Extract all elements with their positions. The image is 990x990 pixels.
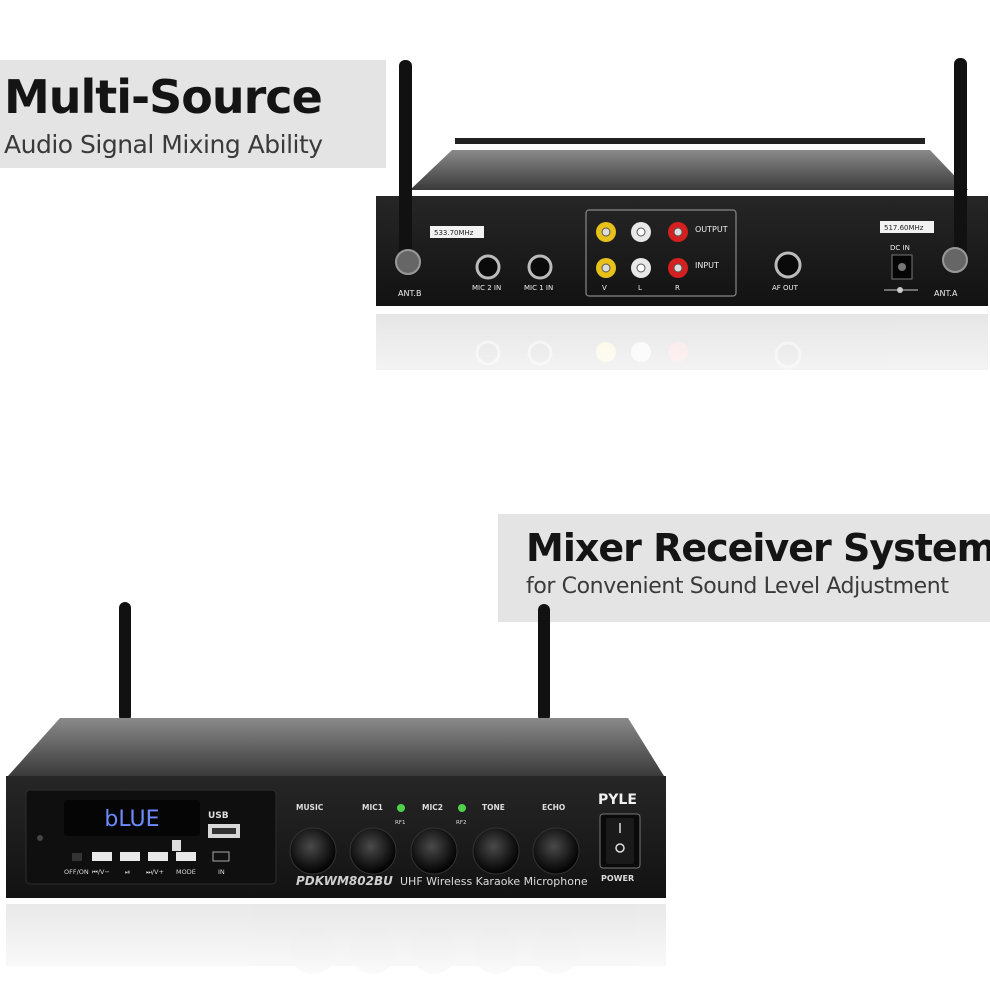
label-output: OUTPUT — [695, 225, 728, 234]
play-pause-button — [120, 852, 140, 861]
label-power: POWER — [601, 874, 634, 883]
freq-left-text: 533.70MHz — [434, 229, 474, 237]
label-ant-a: ANT.A — [934, 289, 958, 298]
rf2-led — [458, 804, 466, 812]
af-out-jack — [774, 251, 802, 279]
power-toggle — [72, 853, 82, 861]
antenna-a-connector — [942, 247, 968, 273]
antenna-b — [399, 60, 412, 260]
banner-multi-source: Multi-Source Audio Signal Mixing Ability — [0, 60, 386, 168]
mode-button — [176, 852, 196, 861]
btn-label-next: ⏭/V+ — [146, 868, 164, 876]
antenna-a — [954, 58, 967, 258]
label-mic2: MIC2 — [422, 803, 443, 812]
rear-unit-top-edge — [455, 138, 925, 144]
label-input: INPUT — [695, 261, 719, 270]
label-rf1: RF1 — [395, 820, 405, 826]
brand-logo: PYLE — [598, 792, 637, 808]
rear-panel — [376, 196, 988, 306]
label-in: IN — [218, 868, 225, 876]
label-af-out: AF OUT — [772, 284, 799, 292]
banner-subtitle: for Convenient Sound Level Adjustment — [526, 574, 949, 599]
label-l: L — [638, 284, 642, 292]
antenna-b-connector — [395, 249, 421, 275]
btn-label-off-on: OFF/ON — [64, 868, 89, 876]
banner-mixer-receiver: Mixer Receiver System for Convenient Sou… — [498, 514, 990, 622]
mic1-in-jack — [527, 254, 553, 280]
rca-output-row — [596, 222, 688, 242]
label-music: MUSIC — [296, 803, 324, 812]
btn-label-prev: ⏮/V− — [92, 868, 110, 876]
mic2-knob — [410, 827, 458, 875]
rca-panel — [585, 209, 737, 297]
prev-vol-down-button — [92, 852, 112, 861]
label-dc-in: DC IN — [890, 244, 910, 252]
label-v: V — [602, 284, 607, 292]
model-number: PDKWM802BU — [296, 874, 393, 888]
front-antenna-left — [119, 602, 131, 722]
reflection-fade-top — [370, 308, 990, 418]
mic2-in-jack — [475, 254, 501, 280]
btn-label-mode: MODE — [176, 868, 196, 876]
front-antenna-right — [538, 604, 550, 722]
front-panel-unit: bLUE USB OFF/ON ⏮/V− ⏯ ⏭/V+ MODE IN MUSI… — [6, 602, 666, 898]
banner-subtitle: Audio Signal Mixing Ability — [4, 130, 323, 159]
echo-knob — [532, 827, 580, 875]
label-mic2-in: MIC 2 IN — [472, 284, 501, 292]
reflection-fade-bottom — [0, 900, 990, 990]
music-knob — [289, 827, 337, 875]
mic1-knob — [349, 827, 397, 875]
rear-unit-top — [410, 150, 968, 190]
label-echo: ECHO — [542, 803, 565, 812]
rear-panel-unit: ANT.B ANT.A 533.70MHz 517.60MHz MIC 2 IN… — [376, 58, 988, 306]
next-vol-up-button — [148, 852, 168, 861]
model-description: UHF Wireless Karaoke Microphone — [400, 875, 588, 888]
banner-title: Mixer Receiver System — [526, 526, 990, 570]
freq-sticker-left — [430, 226, 484, 238]
label-mic1: MIC1 — [362, 803, 383, 812]
sd-card-icon — [172, 840, 181, 851]
label-mic1-in: MIC 1 IN — [524, 284, 553, 292]
aux-in-port — [212, 851, 230, 862]
label-ant-b: ANT.B — [398, 289, 421, 298]
display-text: bLUE — [104, 807, 159, 832]
label-rf2: RF2 — [456, 820, 466, 826]
front-unit-top — [8, 718, 664, 776]
btn-label-play: ⏯ — [125, 868, 130, 876]
freq-right-text: 517.60MHz — [884, 224, 924, 232]
tone-knob — [472, 827, 520, 875]
lcd-display — [64, 800, 200, 836]
label-tone: TONE — [482, 803, 505, 812]
rca-input-row — [596, 258, 688, 278]
usb-label: USB — [208, 811, 229, 821]
freq-sticker-right — [880, 221, 934, 233]
label-r: R — [675, 284, 680, 292]
banner-title: Multi-Source — [4, 70, 323, 124]
rf1-led — [397, 804, 405, 812]
